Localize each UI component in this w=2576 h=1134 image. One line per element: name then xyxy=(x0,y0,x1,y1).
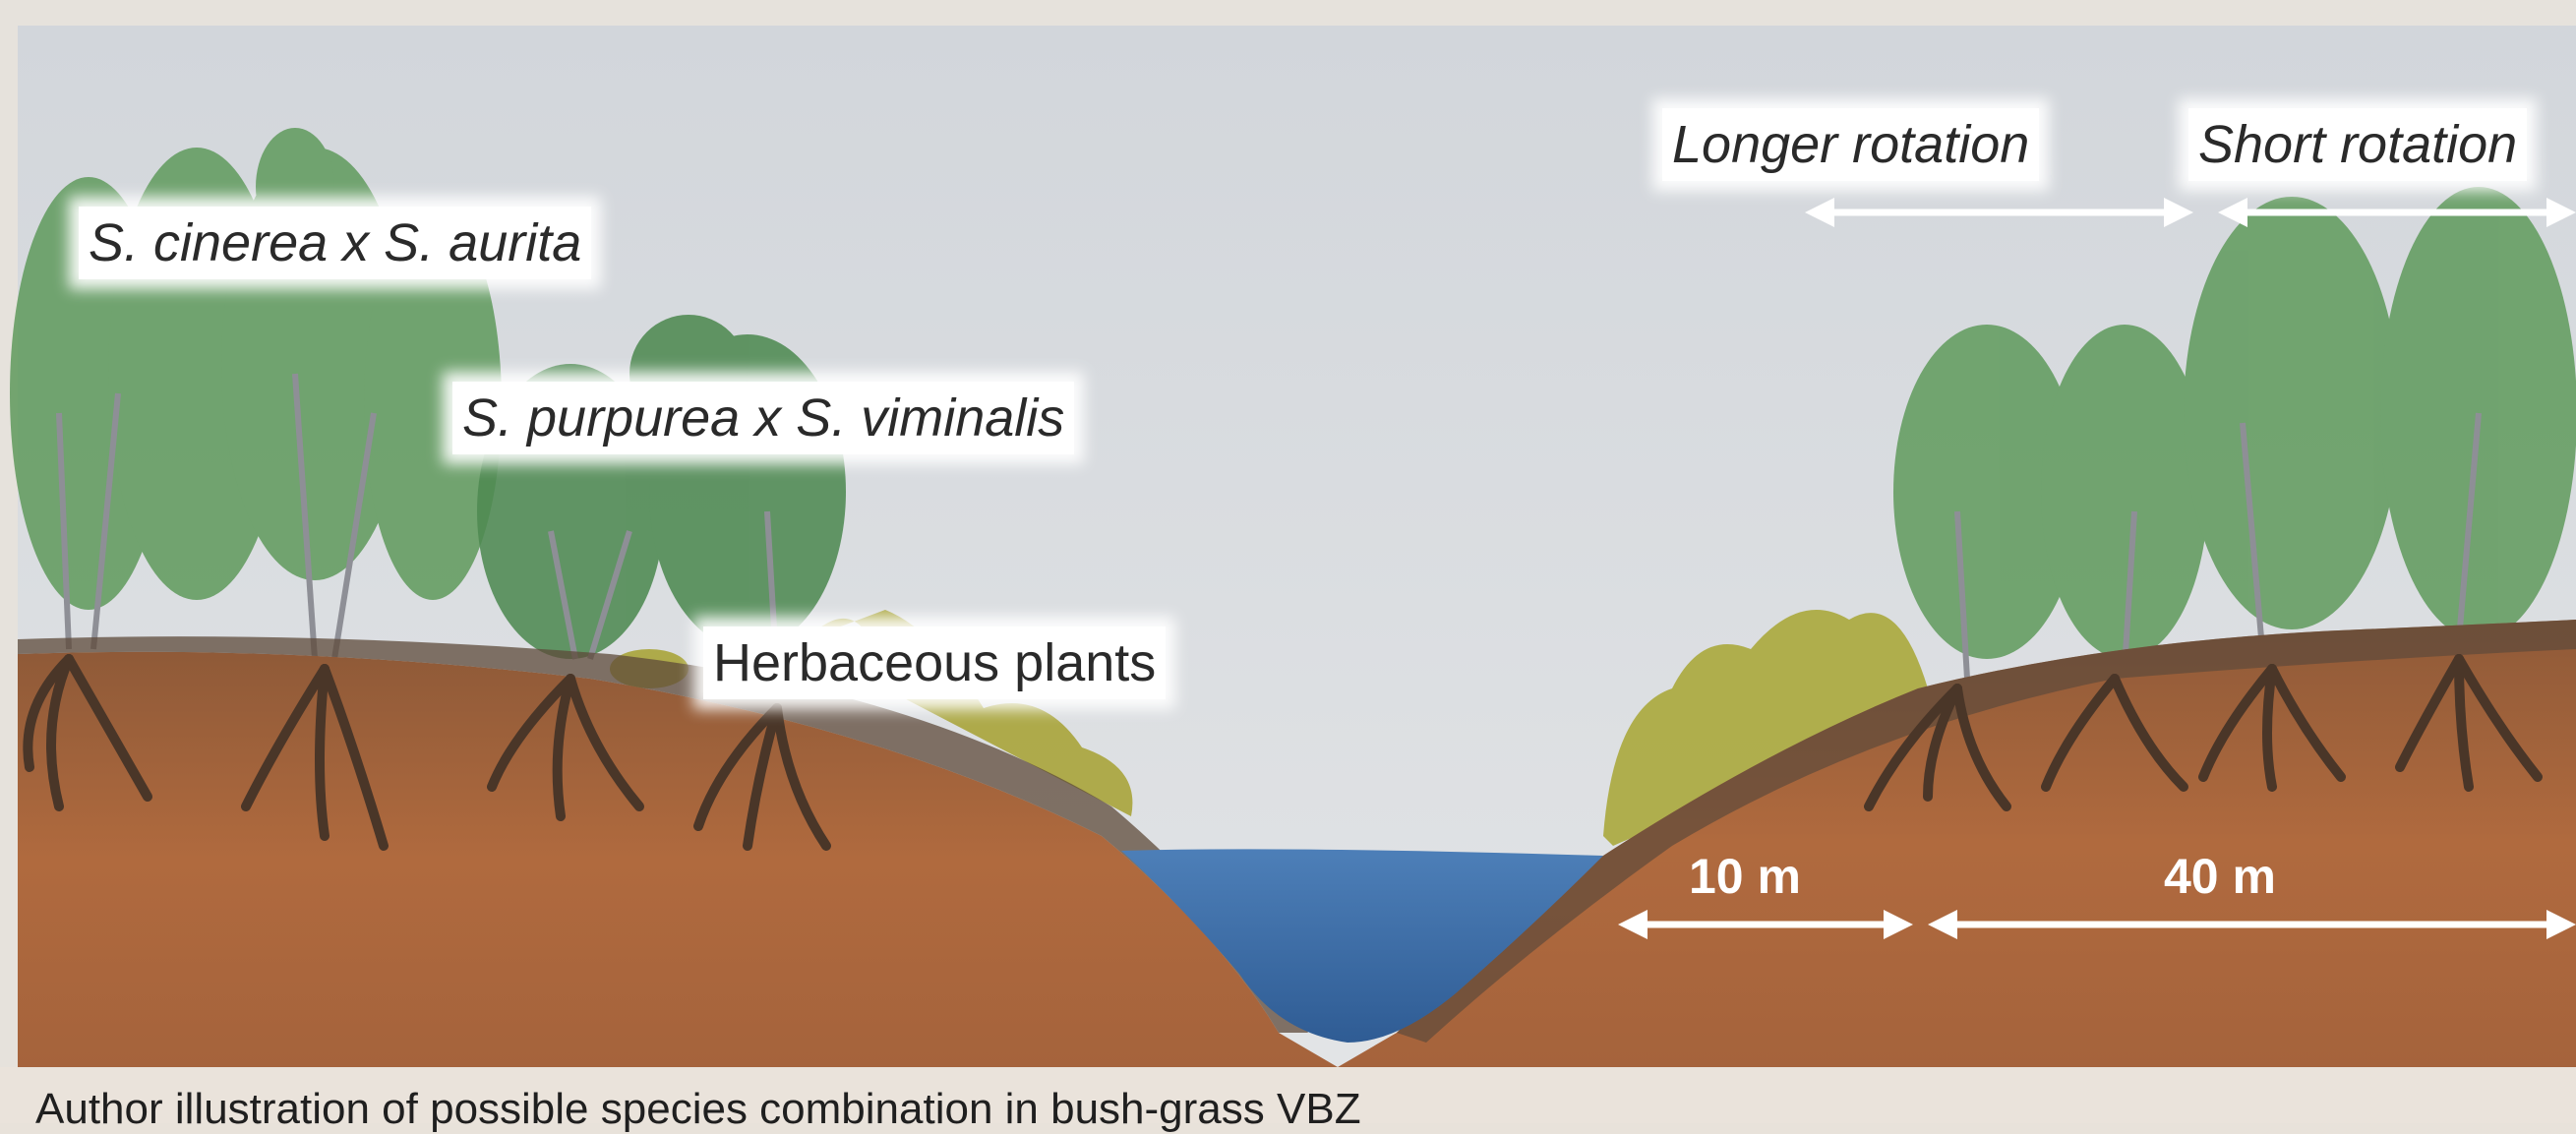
distance-40m: 40 m xyxy=(2164,848,2276,905)
caption-bar: Author illustration of possible species … xyxy=(0,1067,2576,1123)
label-herbaceous: Herbaceous plants xyxy=(703,627,1166,699)
distance-10m: 10 m xyxy=(1689,848,1801,905)
label-longer-rotation: Longer rotation xyxy=(1662,108,2039,181)
label-short-rotation: Short rotation xyxy=(2188,108,2527,181)
label-cinerea: S. cinerea x S. aurita xyxy=(79,207,591,279)
label-purpurea: S. purpurea x S. viminalis xyxy=(452,382,1074,454)
caption-text: Author illustration of possible species … xyxy=(35,1085,1361,1134)
